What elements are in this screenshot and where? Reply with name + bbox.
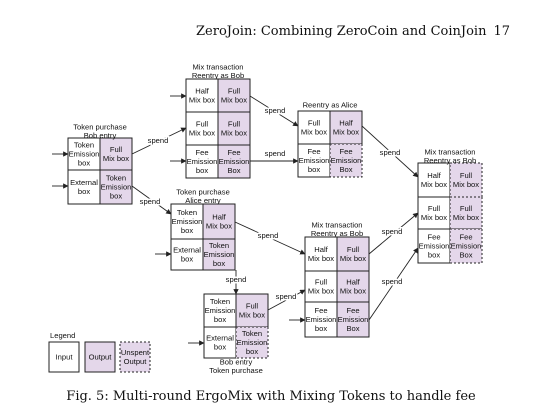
box-b4a — [417, 162, 451, 198]
box-b7c — [203, 326, 237, 359]
arrow-3 — [131, 127, 187, 155]
box-b4f — [449, 228, 483, 264]
box-b2f — [217, 144, 251, 179]
box-b2d — [217, 111, 251, 146]
box-b5b — [202, 203, 236, 240]
box-b1a — [67, 137, 101, 171]
legend-label-input: Input — [56, 353, 74, 362]
box-b7d — [235, 326, 269, 359]
box-b4e — [417, 228, 451, 264]
legend-box-unspent — [119, 341, 151, 373]
figure-caption: Fig. 5: Multi-round ErgoMix with Mixing … — [66, 389, 476, 404]
legend-title: Legend — [50, 331, 75, 340]
box-b2b — [217, 78, 251, 113]
title-t3: Reentry as Alice — [303, 101, 358, 110]
arrow-4 — [131, 185, 172, 215]
arrow-10 — [234, 221, 306, 255]
box-b1c — [67, 169, 101, 205]
arrow-17 — [368, 247, 419, 321]
spend-label-16: spend — [382, 227, 403, 236]
running-title: ZeroJoin: Combining ZeroCoin and CoinJoi… — [196, 24, 487, 39]
box-b2c — [185, 111, 219, 146]
box-b2a — [185, 78, 219, 113]
box-b6c — [304, 270, 338, 303]
legend-label-output: Output — [89, 353, 113, 362]
spend-label-17: spend — [382, 277, 403, 286]
box-b4d — [449, 196, 483, 230]
spend-label-14: spend — [276, 292, 297, 301]
running-header: ZeroJoin: Combining ZeroCoin and CoinJoi… — [196, 24, 510, 42]
spend-label-9: spend — [380, 148, 401, 157]
box-b7b — [235, 293, 269, 328]
page-number: 17 — [493, 24, 510, 39]
box-b5d — [202, 238, 236, 271]
spend-label-10: spend — [258, 231, 279, 240]
legend-box-input — [48, 341, 80, 373]
spend-label-3: spend — [148, 136, 169, 145]
spend-label-7: spend — [265, 106, 286, 115]
arrow-7 — [249, 95, 299, 127]
box-b3d — [329, 143, 363, 178]
box-b1d — [99, 169, 133, 205]
arrow-9 — [361, 125, 419, 178]
box-b6f — [336, 301, 370, 338]
arrow-14 — [267, 289, 306, 311]
box-b3b — [329, 110, 363, 145]
legend-box-output — [84, 341, 116, 373]
spend-label-12: spend — [226, 275, 247, 284]
spend-label-4: spend — [140, 197, 161, 206]
spend-label-8: spend — [265, 149, 286, 158]
arrow-16 — [368, 212, 419, 255]
